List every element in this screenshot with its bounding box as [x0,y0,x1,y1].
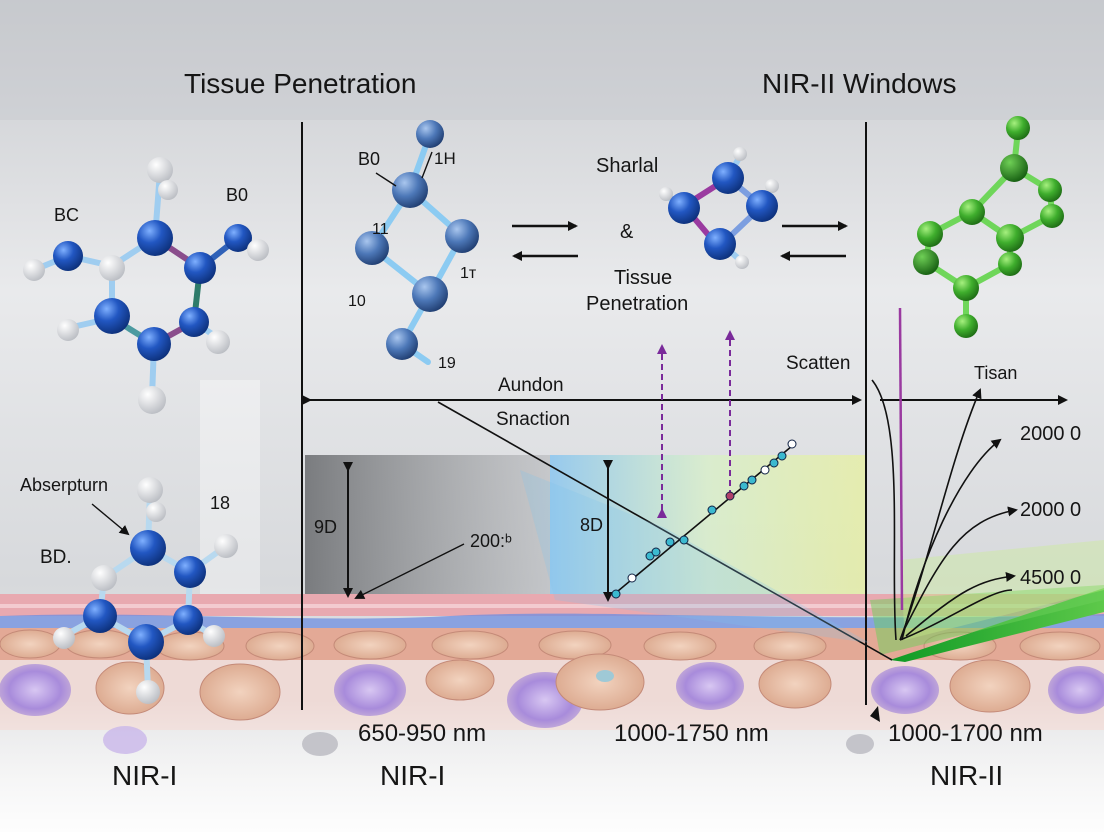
region-3: NIR-II [930,760,1004,791]
center-molecule [355,120,479,365]
label-200: 200:ᵇ [470,531,512,551]
purple-vertical [898,307,904,611]
wavelength-1: 650-950 nm [358,720,487,747]
label-tisan: Tisan [974,363,1018,383]
spectrum-panel [550,455,865,605]
label-8d: 8D [580,515,604,535]
label-19: 19 [438,355,456,372]
trend-points [611,439,797,599]
right-green-molecule [913,116,1064,338]
label-tissue: Tissue [614,267,673,289]
label-10: 10 [348,293,366,310]
label-b0-left: B0 [226,185,249,205]
label-scatten: Scatten [786,353,851,374]
value-3: 4500 0 [1020,567,1082,589]
label-sharlal: Sharlal [596,155,659,177]
left-top-molecule [23,157,269,414]
label-snaction: Snaction [496,409,570,430]
label-9d: 9D [314,517,338,537]
skin-cells [0,629,1104,756]
label-b0-center: B0 [358,149,381,169]
region-2: NIR-I [380,760,446,791]
label-18: 18 [210,493,231,513]
label-1h: 1H [434,149,456,168]
middle-molecule [659,147,779,269]
value-1: 2000 0 [1020,423,1082,445]
label-bc: BC [54,205,80,225]
title-left: Tissue Penetration [184,68,417,99]
region-1: NIR-I [112,760,178,791]
label-bd: BD. [40,547,72,568]
attenuation-line [437,401,893,661]
nir-i-depth-panel [305,455,550,605]
label-ampersand: & [620,221,634,243]
equilibrium-arrows-right [780,221,848,261]
left-bottom-molecule [53,477,238,704]
equilibrium-arrows-left [512,221,578,261]
value-2: 2000 0 [1020,499,1082,521]
wavelength-3: 1000-1700 nm [888,720,1043,747]
title-right: NIR-II Windows [762,68,957,99]
label-penetration: Penetration [586,293,689,315]
label-aundon: Aundon [498,375,564,396]
wavelength-2: 1000-1750 nm [614,720,769,747]
label-absorption: Abserpturn [20,475,109,495]
label-1t: 1ᴛ [460,265,477,282]
scatter-curves [871,379,1018,641]
label-11: 11 [372,221,389,238]
